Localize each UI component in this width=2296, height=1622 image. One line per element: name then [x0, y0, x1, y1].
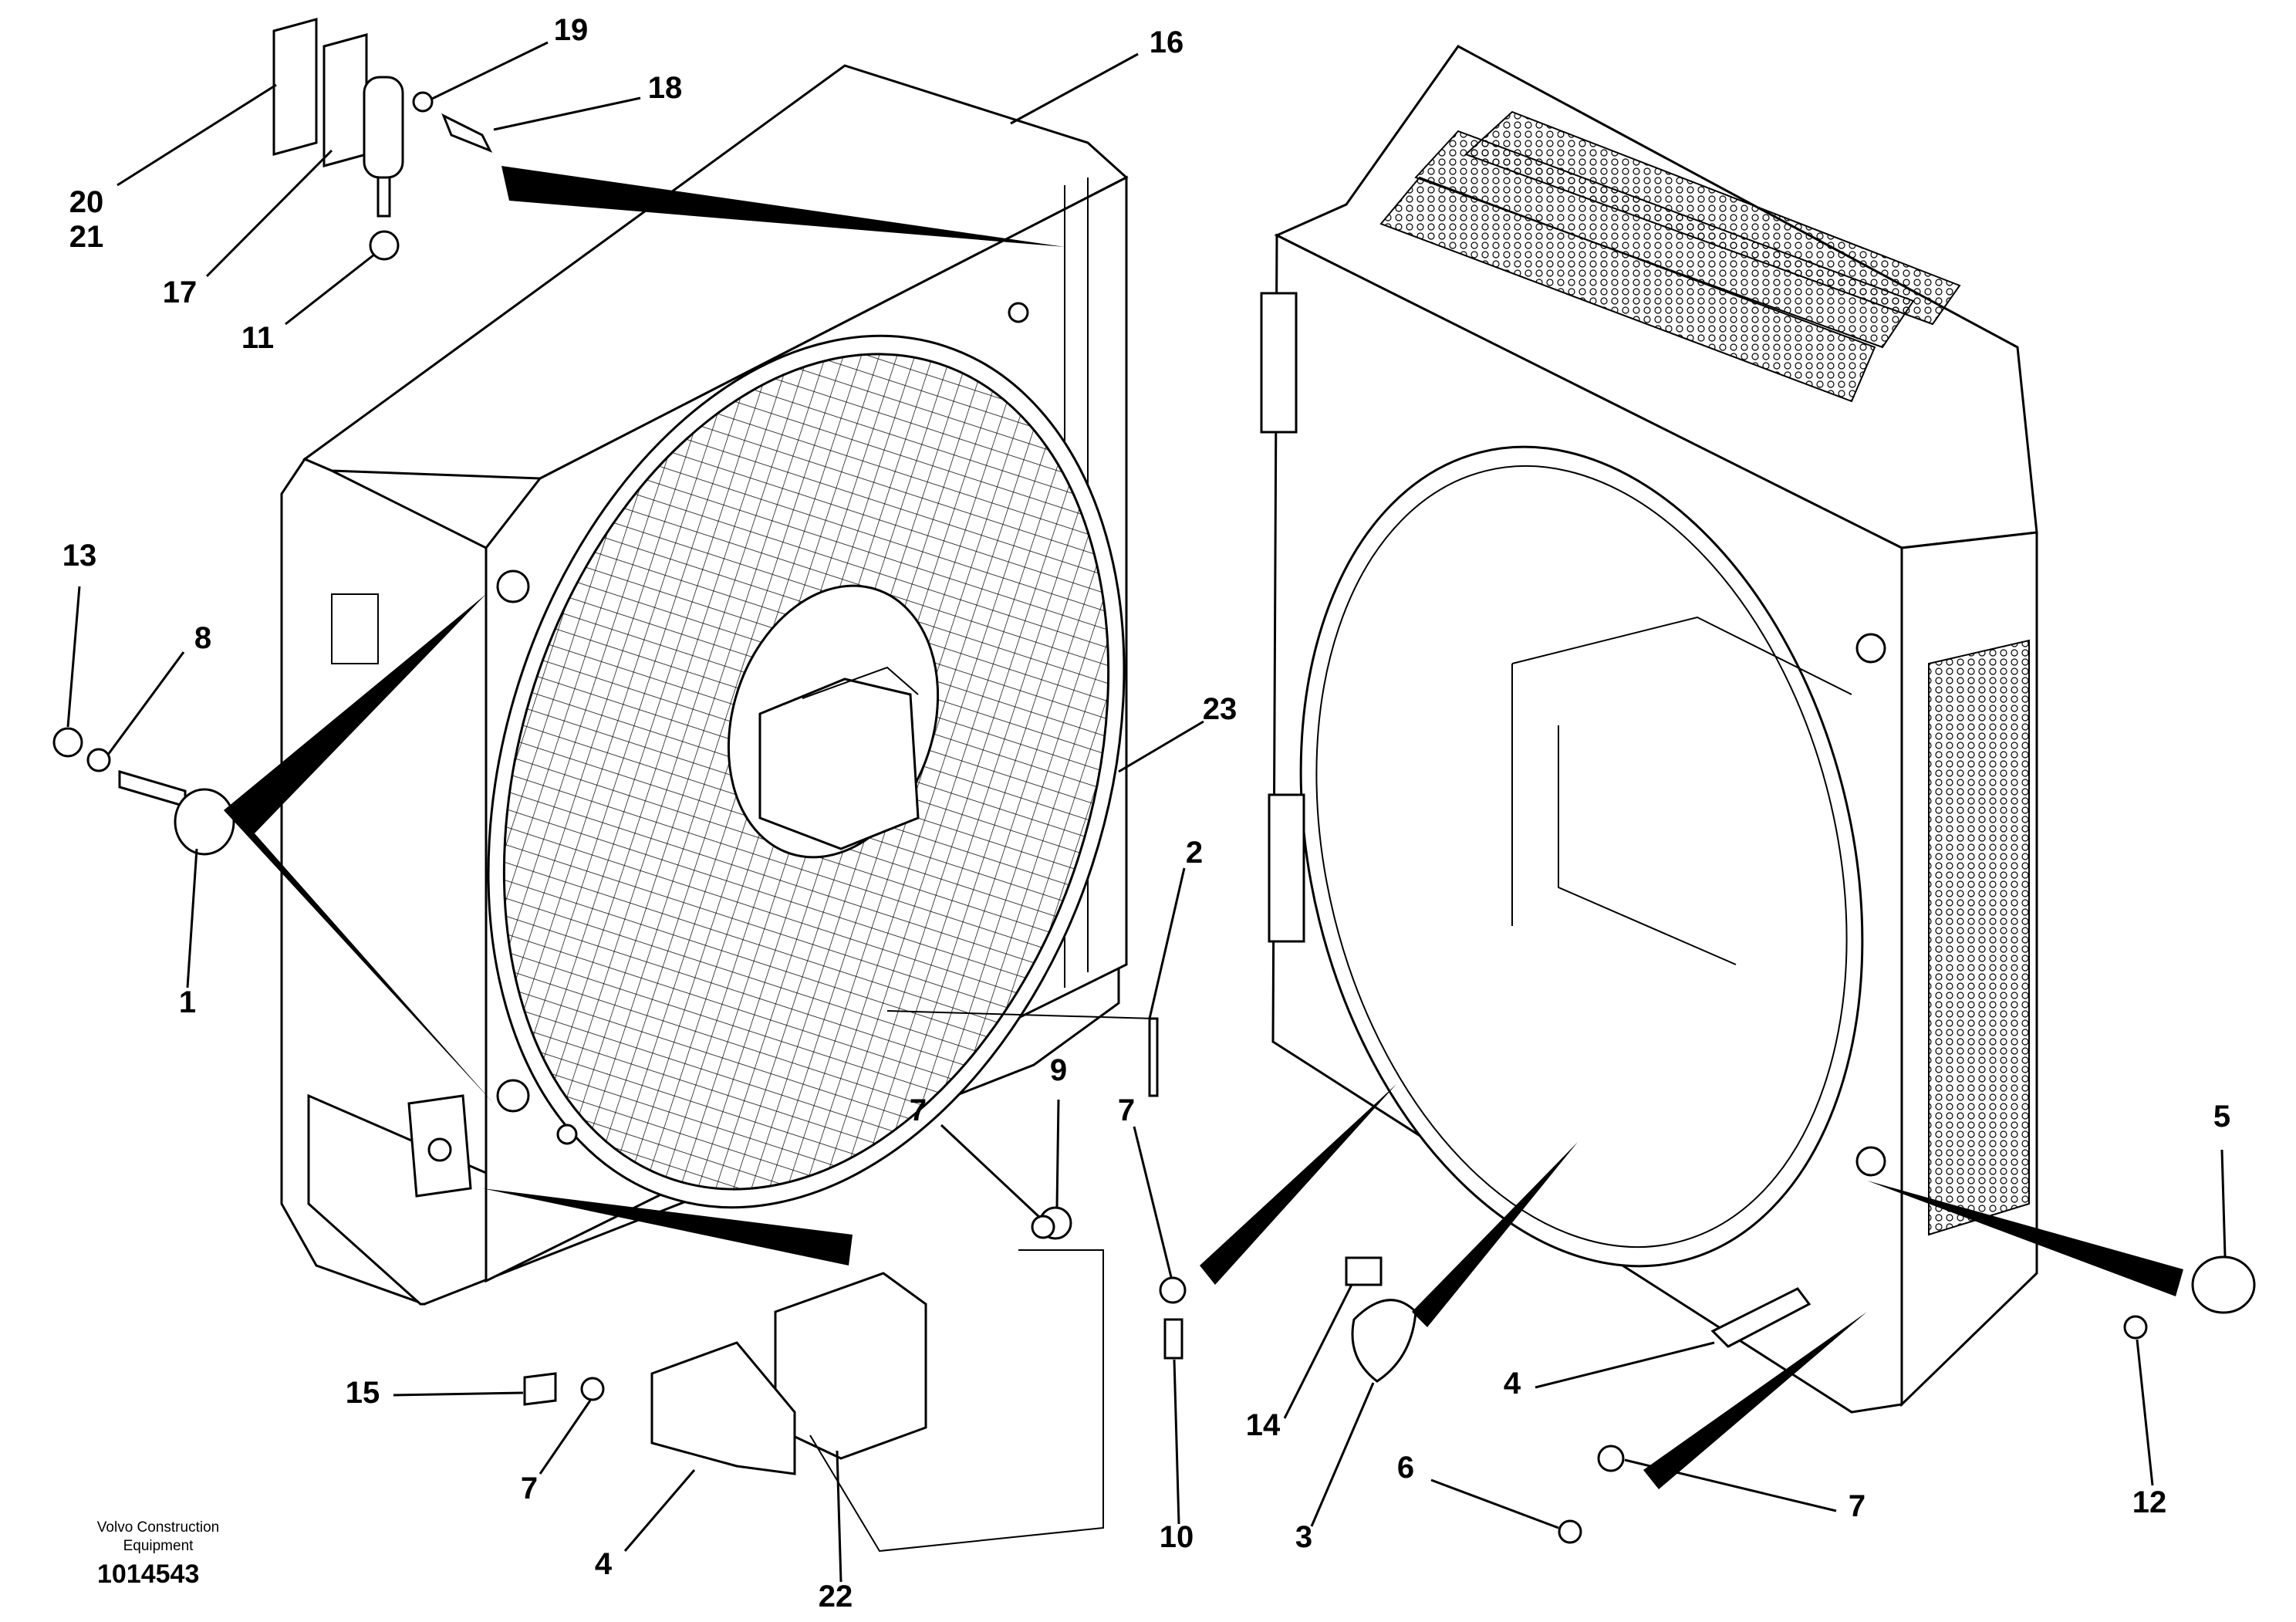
guard-bracket [809, 1249, 1104, 1553]
washer-7c [580, 1377, 605, 1401]
callout-4: 4 [595, 1547, 613, 1581]
latch-4-left [650, 1341, 796, 1475]
callout-7: 7 [1118, 1093, 1135, 1127]
callout-23: 23 [1203, 692, 1237, 726]
drawing-number: 1014543 [97, 1559, 200, 1589]
cooler-housing [1260, 45, 2038, 1414]
callout-18: 18 [648, 71, 683, 105]
bolt-18 [441, 113, 493, 153]
callout-7: 7 [910, 1093, 927, 1127]
detail-indicators [224, 166, 2183, 1489]
washer-7a [1031, 1215, 1055, 1239]
bolt-15 [523, 1372, 557, 1406]
radiator-fan-unit [280, 64, 1129, 1306]
callout-17: 17 [163, 275, 198, 309]
bolt-14 [1345, 1256, 1383, 1286]
callout-10: 10 [1160, 1520, 1194, 1554]
callout-8: 8 [194, 621, 211, 655]
callout-11: 11 [241, 321, 274, 355]
callout-19: 19 [554, 13, 589, 47]
washer-13 [52, 727, 83, 758]
latch-4-right [1710, 1287, 1811, 1348]
callout-2: 2 [1186, 836, 1203, 870]
bolt-1-shank [118, 769, 187, 809]
callout-5: 5 [2213, 1100, 2230, 1134]
washer-7b [1159, 1276, 1187, 1304]
callout-21: 21 [69, 220, 104, 254]
callout-16: 16 [1150, 25, 1184, 59]
callout-3: 3 [1295, 1520, 1312, 1554]
cap-5 [2191, 1255, 2256, 1314]
washer-19 [412, 91, 434, 113]
callout-6: 6 [1397, 1451, 1414, 1485]
title-block: Volvo Construction Equipment 1014543 [46, 1519, 270, 1593]
callout-7: 7 [521, 1472, 538, 1505]
washer-7d [1597, 1445, 1625, 1472]
bolt-10 [1163, 1318, 1183, 1360]
rubber-mount-1 [174, 788, 235, 856]
washer-8 [86, 748, 111, 772]
callout-15: 15 [346, 1376, 380, 1410]
rod-2 [1148, 1017, 1159, 1097]
callout-1: 1 [179, 985, 196, 1019]
bolt-12 [2123, 1315, 2148, 1340]
callout-7: 7 [1849, 1489, 1866, 1523]
clamp-3 [1351, 1299, 1417, 1383]
callout-22: 22 [819, 1580, 853, 1614]
bracket-plate-22 [774, 1272, 927, 1460]
nut-11 [369, 230, 400, 261]
callout-20: 20 [69, 185, 104, 219]
callout-13: 13 [62, 539, 97, 573]
callout-4: 4 [1504, 1367, 1521, 1401]
bolt-6 [1558, 1519, 1582, 1544]
rod-2-arm [886, 1010, 1154, 1019]
hinge-plates [272, 18, 404, 218]
brand-line-1: Volvo Construction [96, 1519, 220, 1536]
brand-line-2: Equipment [123, 1538, 194, 1554]
callout-12: 12 [2132, 1485, 2167, 1519]
callout-14: 14 [1246, 1408, 1281, 1442]
callout-9: 9 [1050, 1053, 1067, 1087]
leader-lines [66, 41, 2227, 1583]
